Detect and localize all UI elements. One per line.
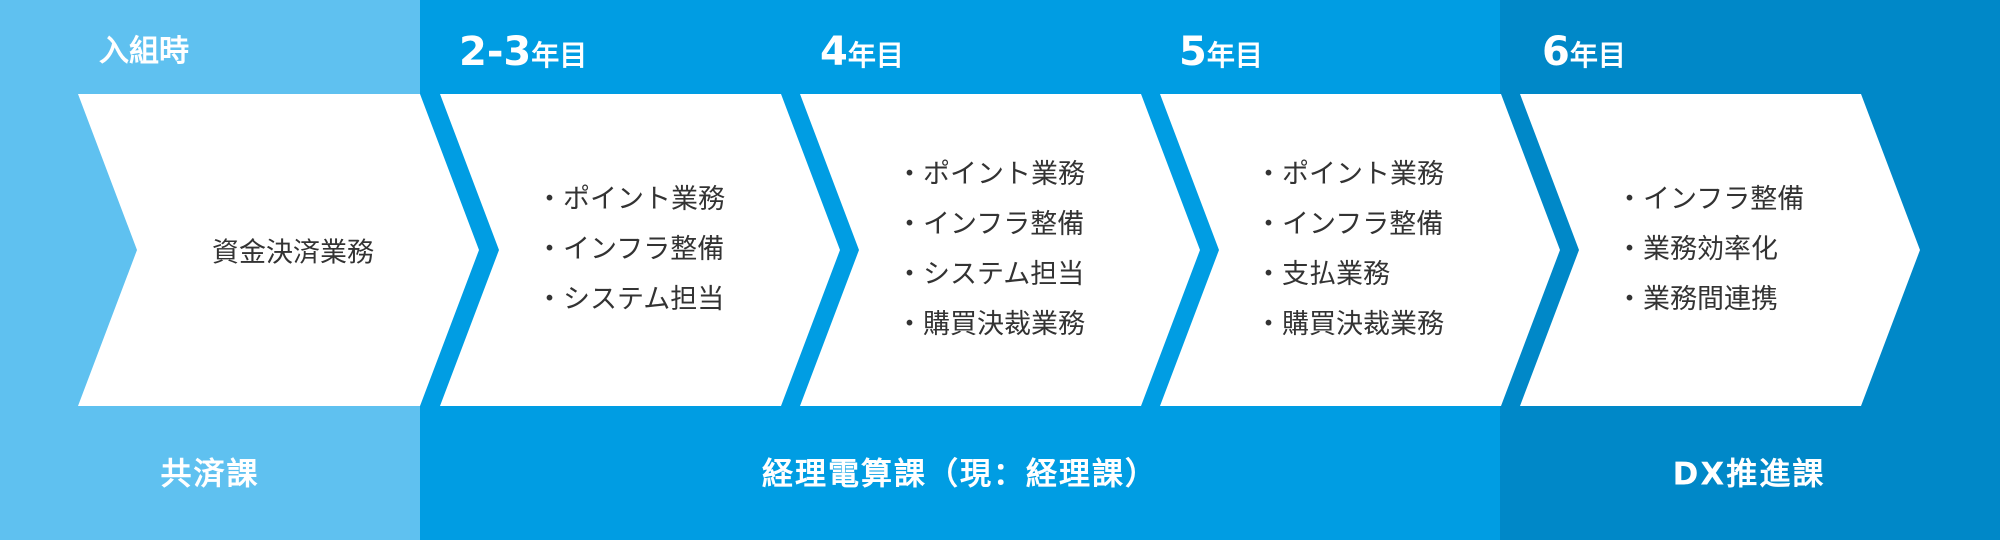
stage-header-unit: 年目 xyxy=(847,39,904,72)
task-item: ・業務効率化 xyxy=(1616,234,1778,265)
stage-2-task-list: ・ポイント業務 ・インフラ整備 ・システム担当 xyxy=(536,175,725,325)
chevron-stage-3 xyxy=(800,94,1200,406)
stage-header-unit: 年目 xyxy=(1569,39,1626,72)
stage-5-task-list: ・インフラ整備 ・業務効率化 ・業務間連携 xyxy=(1616,175,1804,325)
department-label-keiri: 経理電算課（現：経理課） xyxy=(762,456,1158,493)
stage-header-1: 入組時 xyxy=(99,34,189,69)
stage-header-num: 4 xyxy=(820,29,848,75)
stage-header-4: 5年目 xyxy=(1179,28,1263,84)
task-item: ・システム担当 xyxy=(896,259,1085,290)
chevron-stage-4 xyxy=(1160,94,1560,406)
task-item: ・インフラ整備 xyxy=(896,209,1085,240)
task-item: ・インフラ整備 xyxy=(1616,184,1805,215)
stage-header-3: 4年目 xyxy=(820,28,904,84)
chevron-stage-2 xyxy=(440,94,840,406)
task-item: ・ポイント業務 xyxy=(1255,159,1444,190)
task-item: ・支払業務 xyxy=(1255,259,1390,290)
stage-1-task: 資金決済業務 xyxy=(212,237,374,269)
task-item: ・インフラ整備 xyxy=(1255,209,1444,240)
task-item: ・業務間連携 xyxy=(1616,284,1778,315)
chevron-stage-5 xyxy=(1520,94,1920,406)
stage-header-2: 2-3年目 xyxy=(459,28,587,84)
task-item: ・インフラ整備 xyxy=(536,234,725,265)
task-item: ・ポイント業務 xyxy=(536,184,725,215)
task-item: ・ポイント業務 xyxy=(896,159,1085,190)
stage-header-unit: 年目 xyxy=(531,39,588,72)
stage-4-task-list: ・ポイント業務 ・インフラ整備 ・支払業務 ・購買決裁業務 xyxy=(1255,150,1444,350)
stage-3-task-list: ・ポイント業務 ・インフラ整備 ・システム担当 ・購買決裁業務 xyxy=(896,150,1085,350)
stage-header-num: 2-3 xyxy=(459,29,532,75)
stage-header-num: 5 xyxy=(1179,29,1207,75)
stage-header-num: 6 xyxy=(1542,29,1570,75)
department-label-kyosai: 共済課 xyxy=(160,456,260,493)
task-item: ・購買決裁業務 xyxy=(1255,309,1444,340)
stage-header-5: 6年目 xyxy=(1542,28,1626,84)
department-label-dx: DX推進課 xyxy=(1672,456,1826,493)
chevron-stage-1 xyxy=(78,94,479,406)
stage-header-unit: 年目 xyxy=(1206,39,1263,72)
task-item: ・購買決裁業務 xyxy=(896,309,1085,340)
task-item: ・システム担当 xyxy=(536,284,725,315)
